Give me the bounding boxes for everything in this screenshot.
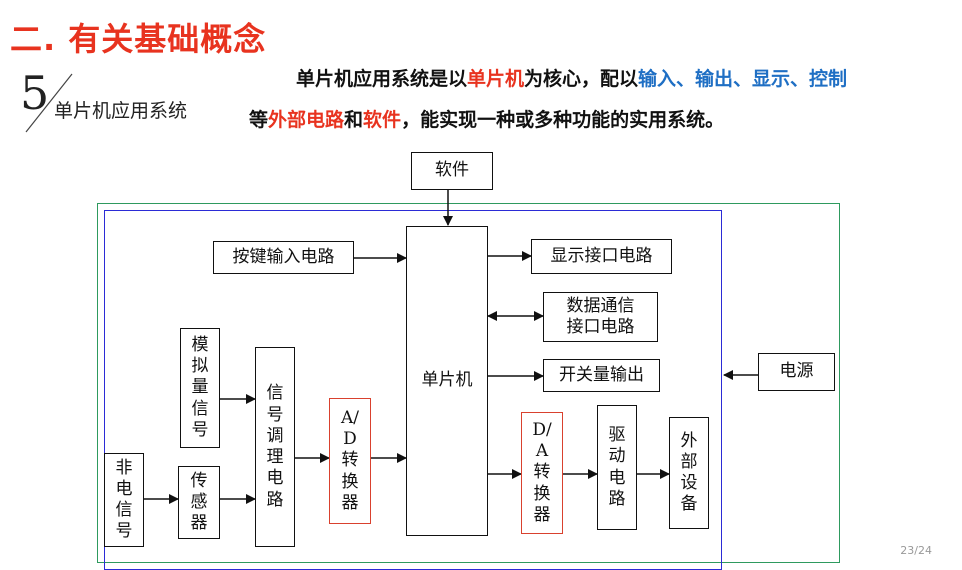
ad-converter-char: 换	[341, 471, 359, 492]
da-converter-char: A	[535, 441, 549, 462]
driver-circuit-char: 电	[608, 467, 626, 488]
non-electrical-signal-box: 非电信号	[104, 453, 144, 547]
driver-circuit-char: 驱	[608, 425, 626, 445]
description-segment: 等	[249, 109, 269, 131]
analog-signal-char: 号	[191, 419, 209, 440]
ad-converter-char: D	[343, 429, 357, 450]
signal-conditioning-char: 号	[266, 404, 284, 425]
analog-signal-box: 模拟量信号	[180, 328, 220, 448]
sensor-char: 传	[190, 470, 208, 491]
page-title: 二. 有关基础概念	[10, 20, 267, 58]
ad-converter-char: 器	[341, 492, 359, 513]
description-line-2: 等外部电路和软件，能实现一种或多种功能的实用系统。	[249, 105, 724, 132]
non-electrical-char: 号	[115, 521, 133, 542]
non-electrical-char: 非	[115, 457, 133, 478]
display-interface-box: 显示接口电路	[531, 239, 672, 274]
analog-signal-char: 模	[191, 334, 209, 355]
external-device-char: 外	[680, 430, 698, 451]
description-segment: 为核心，配以	[524, 68, 639, 90]
external-device-char: 备	[680, 494, 698, 515]
signal-conditioning-char: 路	[266, 489, 284, 510]
description-segment: 软件	[363, 109, 402, 131]
data-comm-char: 数据通信	[566, 295, 635, 316]
driver-circuit-char: 路	[608, 488, 626, 509]
software-box: 软件	[411, 152, 493, 190]
page-number: 23/24	[900, 544, 932, 557]
analog-signal-char: 量	[191, 377, 209, 398]
data-comm-box: 数据通信接口电路	[543, 292, 658, 342]
switch-output-box: 开关量输出	[543, 359, 660, 392]
power-box: 电源	[758, 353, 835, 391]
description-line-1: 单片机应用系统是以单片机为核心，配以输入、输出、显示、控制	[296, 64, 847, 91]
signal-conditioning-char: 信	[266, 383, 284, 404]
da-converter-char: 转	[533, 462, 551, 483]
analog-signal-char: 拟	[191, 356, 209, 377]
external-device-box: 外部设备	[669, 417, 709, 529]
external-device-char: 设	[680, 473, 698, 493]
signal-conditioning-char: 调	[266, 425, 284, 446]
sensor-char: 器	[190, 513, 208, 534]
external-device-char: 部	[680, 451, 698, 472]
da-converter-char: 换	[533, 483, 551, 504]
description-segment: 单片机	[467, 68, 525, 90]
description-segment: 单片机应用系统是以	[296, 68, 468, 90]
section-label: 单片机应用系统	[54, 100, 188, 122]
section-slash-decoration	[25, 73, 73, 133]
diagram-connectors	[144, 190, 758, 504]
description-segment: 外部电路	[268, 109, 345, 131]
signal-conditioning-char: 电	[266, 468, 284, 489]
data-comm-char: 接口电路	[566, 317, 635, 337]
driver-circuit-box: 驱动电路	[597, 405, 637, 530]
driver-circuit-char: 动	[608, 446, 626, 467]
ad-converter-char: A/	[340, 407, 359, 428]
signal-conditioning-char: 理	[266, 447, 284, 467]
signal-conditioning-box: 信号调理电路	[255, 347, 295, 547]
sensor-box: 传感器	[178, 466, 220, 539]
non-electrical-char: 信	[115, 500, 133, 520]
non-electrical-char: 电	[115, 478, 133, 499]
da-converter-char: 器	[533, 504, 551, 525]
description-segment: 输入、输出、显示、控制	[638, 68, 848, 90]
ad-converter-char: 转	[341, 450, 359, 471]
mcu-box: 单片机	[406, 226, 488, 536]
da-converter-char: D/	[532, 419, 552, 440]
keyboard-input-box: 按键输入电路	[213, 241, 354, 274]
sensor-char: 感	[190, 491, 208, 512]
description-segment: 和	[344, 109, 364, 131]
description-segment: ，能实现一种或多种功能的实用系统。	[401, 109, 725, 131]
analog-signal-char: 信	[191, 398, 209, 419]
